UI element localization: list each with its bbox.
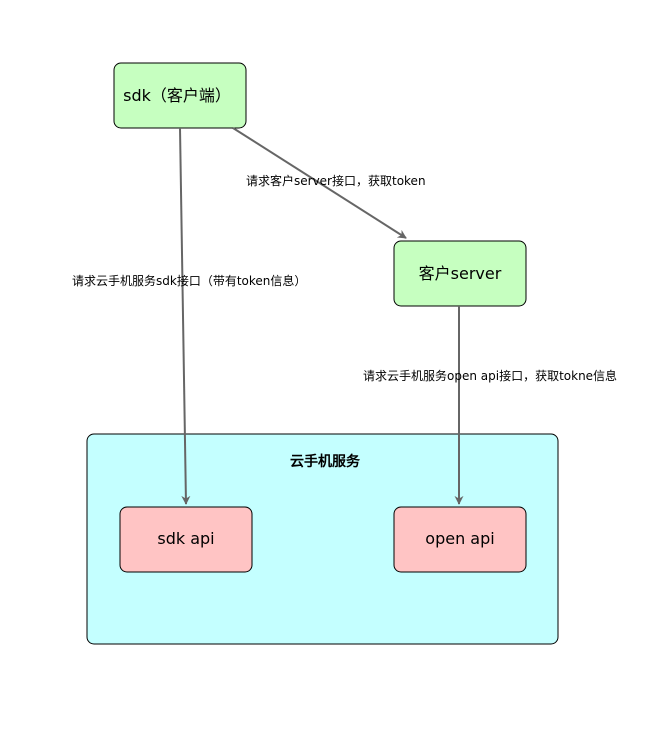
node-client-server[interactable]: 客户server (393, 240, 527, 307)
group-title: 云手机服务 (290, 453, 361, 470)
edge-label: 请求云手机服务open api接口，获取tokne信息 (363, 368, 617, 383)
edge-line (179, 127, 191, 505)
edge-line (232, 127, 407, 239)
group-container (86, 433, 559, 645)
edge-sdk-to-sdk-api: 请求云手机服务sdk接口（带有token信息） (72, 127, 306, 505)
edge-label: 请求客户server接口，获取token (246, 173, 426, 188)
node-box (393, 506, 527, 573)
node-label: 客户server (419, 264, 502, 283)
node-label: sdk api (157, 529, 214, 548)
node-sdk-client[interactable]: sdk（客户端） (113, 62, 247, 129)
edge-label: 请求云手机服务sdk接口（带有token信息） (72, 273, 306, 288)
node-label: open api (425, 529, 494, 548)
node-box (113, 62, 247, 129)
edge-server-to-open-api: 请求云手机服务open api接口，获取tokne信息 (363, 306, 617, 505)
node-sdk-api[interactable]: sdk api (119, 506, 253, 573)
group-cloud-phone-service: 云手机服务 (86, 433, 559, 645)
node-box (119, 506, 253, 573)
edge-sdk-to-server: 请求客户server接口，获取token (232, 127, 426, 239)
node-open-api[interactable]: open api (393, 506, 527, 573)
node-label: sdk（客户端） (123, 86, 231, 105)
